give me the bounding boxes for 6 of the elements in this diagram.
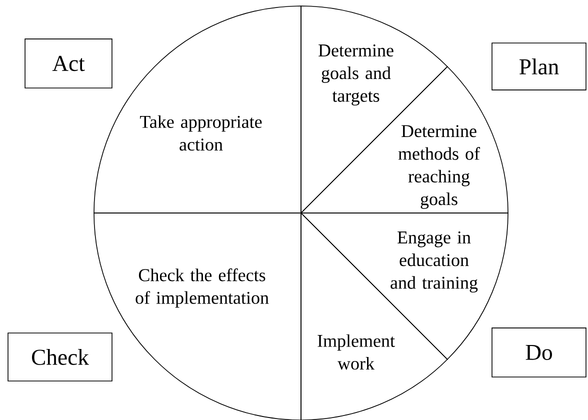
sector: Check the effects of implementation	[94, 212, 302, 420]
label-box: Do	[492, 328, 586, 378]
label-box: Plan	[492, 42, 586, 90]
sector: Take appropriate action	[94, 6, 302, 214]
label-box: Check	[8, 332, 112, 382]
label-box: Act	[24, 38, 112, 88]
